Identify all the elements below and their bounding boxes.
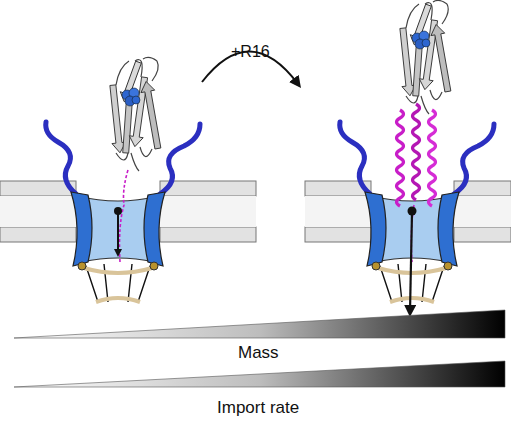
- nuclear-pore-left: [71, 192, 165, 302]
- mass-wedge: [14, 310, 505, 338]
- arrow-origin-dot: [408, 207, 417, 216]
- import-arrow-left: [117, 212, 119, 254]
- cargo-protein-right: [396, 0, 455, 114]
- axis-label: Mass: [238, 344, 279, 361]
- import-arrow-right: [410, 212, 412, 312]
- fg-tendrils-left: [46, 122, 200, 194]
- condition-label: +R16: [231, 44, 270, 60]
- cargo-protein-left: [106, 57, 165, 171]
- arrow-origin-dot: [114, 207, 122, 215]
- helices-r16: [397, 104, 436, 206]
- axis-label: Import rate: [217, 399, 299, 416]
- import-rate-wedge: [14, 361, 505, 387]
- cargo-chain-left: [120, 170, 129, 262]
